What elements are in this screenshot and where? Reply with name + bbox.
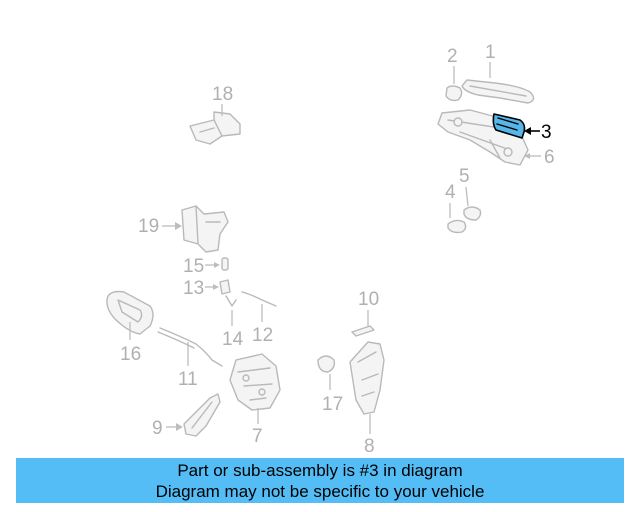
part-9-bracket[interactable] (183, 393, 221, 437)
banner-line-1: Part or sub-assembly is #3 in diagram (177, 460, 463, 480)
svg-text:2: 2 (447, 46, 458, 67)
part-4-bumper[interactable] (447, 219, 467, 234)
callout-8: 8 (364, 414, 375, 456)
part-18-bracket[interactable] (189, 111, 241, 145)
svg-text:9: 9 (152, 418, 163, 439)
part-14-rod[interactable] (225, 295, 237, 307)
svg-text:6: 6 (544, 147, 555, 168)
callout-4: 4 (445, 182, 456, 218)
callout-5: 5 (459, 166, 470, 207)
svg-text:14: 14 (222, 329, 244, 350)
callout-13: 13 (183, 278, 219, 299)
svg-text:18: 18 (212, 84, 233, 105)
svg-text:15: 15 (183, 256, 204, 277)
part-15-clip[interactable] (221, 257, 229, 271)
part-2-gasket[interactable] (445, 85, 463, 102)
svg-text:5: 5 (459, 166, 470, 187)
svg-text:10: 10 (358, 289, 379, 310)
svg-text:1: 1 (485, 42, 496, 63)
part-8-housing[interactable] (349, 341, 385, 415)
part-3-highlighted[interactable] (492, 113, 526, 139)
part-16-inside-handle[interactable] (106, 290, 154, 335)
part-5-bumper[interactable] (463, 206, 482, 221)
part-17-grommet[interactable] (317, 355, 336, 373)
info-banner: Part or sub-assembly is #3 in diagram Di… (16, 458, 624, 503)
svg-text:11: 11 (178, 369, 198, 390)
callout-19: 19 (138, 216, 182, 237)
callout-9: 9 (152, 418, 183, 439)
part-10-bolt[interactable] (351, 325, 375, 337)
svg-text:8: 8 (364, 436, 375, 456)
part-13-clip[interactable] (219, 279, 231, 295)
svg-text:7: 7 (252, 426, 263, 447)
svg-text:4: 4 (445, 182, 456, 203)
callout-17: 17 (322, 374, 343, 415)
part-12-rod[interactable] (241, 291, 277, 307)
callout-14: 14 (222, 310, 244, 350)
svg-text:16: 16 (120, 344, 141, 365)
callout-7: 7 (252, 408, 263, 447)
svg-text:19: 19 (138, 216, 159, 237)
part-11-cable[interactable] (157, 327, 223, 367)
callout-16: 16 (120, 322, 141, 365)
part-7-latch[interactable] (229, 353, 281, 411)
part-19-hinge[interactable] (181, 205, 229, 253)
svg-text:3: 3 (541, 122, 552, 143)
callout-15: 15 (183, 256, 220, 277)
callout-18: 18 (212, 84, 233, 116)
callout-3: 3 (524, 122, 552, 143)
svg-text:13: 13 (183, 278, 204, 299)
callout-6: 6 (524, 147, 555, 168)
callout-2: 2 (447, 46, 458, 84)
callout-1: 1 (485, 42, 496, 78)
banner-line-2: Diagram may not be specific to your vehi… (155, 481, 485, 501)
part-1-outside-handle[interactable] (461, 79, 535, 104)
svg-text:17: 17 (322, 394, 343, 415)
callout-12: 12 (252, 304, 273, 346)
parts-diagram: 1 2 6 3 4 5 (106, 42, 555, 456)
callout-11: 11 (178, 342, 198, 390)
svg-text:12: 12 (252, 325, 273, 346)
callout-10: 10 (358, 289, 379, 326)
